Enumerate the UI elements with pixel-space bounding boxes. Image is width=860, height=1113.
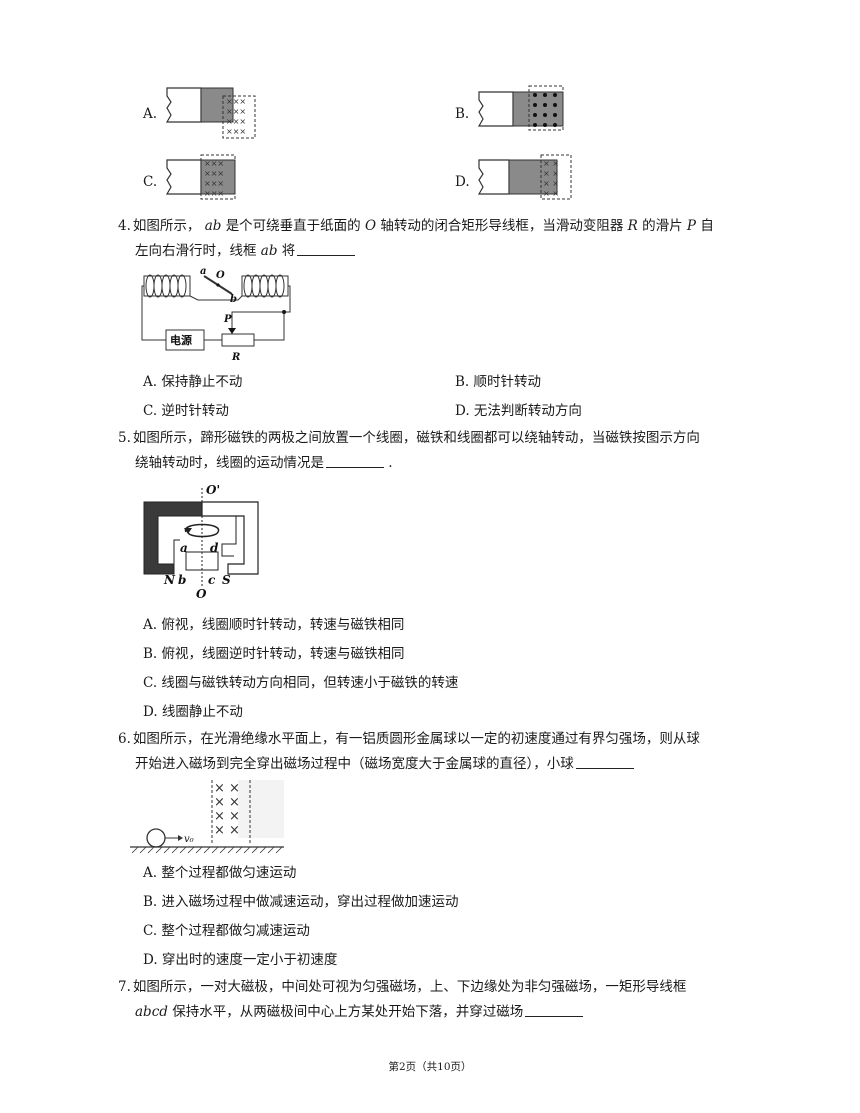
svg-text:× ×: × × bbox=[543, 159, 559, 168]
q4-fig-power: 电源 bbox=[170, 333, 192, 347]
q4-number: 4. bbox=[118, 218, 131, 234]
q4-var-ab: ab bbox=[260, 243, 278, 259]
svg-text:×××: ××× bbox=[226, 117, 246, 126]
q6-answer-blank[interactable] bbox=[575, 754, 634, 769]
svg-text:×××: ××× bbox=[204, 189, 224, 198]
option-c-label: C. bbox=[143, 174, 158, 190]
q7-var-abcd: abcd bbox=[135, 1004, 168, 1020]
q5-stem-line2: 绕轴转动时，线圈的运动情况是 . bbox=[135, 453, 393, 473]
q5-text: 如图所示，蹄形磁铁的两极之间放置一个线圈，磁铁和线圈都可以绕轴转动，当磁铁按图示… bbox=[132, 430, 700, 446]
q5-fig-b: b bbox=[178, 573, 186, 587]
q6-text: 如图所示，在光滑绝缘水平面上，有一铝质圆形金属球以一定的初速度通过有界匀强场，则… bbox=[132, 731, 700, 747]
q4-fig-o: O bbox=[216, 270, 225, 281]
q4-answer-blank[interactable] bbox=[297, 241, 356, 256]
q5-fig-c: c bbox=[208, 573, 216, 587]
q6-ball-figure: × ×× ×× ×× × v₀ bbox=[130, 780, 284, 854]
q4-text: 自 bbox=[700, 218, 714, 234]
q6-text: 开始进入磁场到完全穿出磁场过程中（磁场宽度大于金属球的直径），小球 bbox=[135, 756, 574, 772]
svg-text:× ×: × × bbox=[214, 809, 240, 824]
q4-var-o: O bbox=[364, 218, 377, 234]
q5-number: 5. bbox=[118, 430, 131, 446]
q4-text: 轴转动的闭合矩形导线框，当滑动变阻器 bbox=[380, 218, 624, 234]
q4-fig-a: a bbox=[200, 266, 206, 277]
q5-text: . bbox=[388, 455, 393, 471]
q4-stem-line1: 4.如图所示， ab 是个可绕垂直于纸面的 O 轴转动的闭合矩形导线框，当滑动变… bbox=[118, 216, 714, 236]
option-a-label: A. bbox=[143, 106, 158, 122]
svg-text:× ×: × × bbox=[214, 823, 240, 838]
svg-text:× ×: × × bbox=[543, 189, 559, 198]
q6-stem-line1: 6.如图所示，在光滑绝缘水平面上，有一铝质圆形金属球以一定的初速度通过有界匀强场… bbox=[118, 729, 700, 749]
q5-fig-o: O bbox=[196, 587, 207, 601]
q4-option-c[interactable]: C. 逆时针转动 bbox=[143, 403, 229, 419]
q4-stem-line2: 左向右滑行时，线框 ab 将 bbox=[135, 241, 356, 261]
q7-stem-line1: 7.如图所示，一对大磁极，中间处可视为匀强磁场，上、下边缘处为非匀强磁场，一矩形… bbox=[118, 977, 686, 997]
q7-answer-blank[interactable] bbox=[525, 1002, 584, 1017]
q7-stem-line2: abcd 保持水平，从两磁极间中心上方某处开始下落，并穿过磁场 bbox=[135, 1002, 584, 1022]
svg-text:×××: ××× bbox=[204, 159, 224, 168]
q5-fig-n: N bbox=[163, 573, 176, 587]
q6-number: 6. bbox=[118, 731, 131, 747]
q5-stem-line1: 5.如图所示，蹄形磁铁的两极之间放置一个线圈，磁铁和线圈都可以绕轴转动，当磁铁按… bbox=[118, 428, 700, 448]
option-d-label: D. bbox=[455, 174, 470, 190]
q6-fig-v0: v₀ bbox=[184, 834, 194, 845]
q4-option-b[interactable]: B. 顺时针转动 bbox=[455, 374, 542, 390]
option-b-figure bbox=[477, 85, 564, 131]
q4-fig-r: R bbox=[231, 352, 240, 363]
q5-option-b[interactable]: B. 俯视，线圈逆时针转动，转速与磁铁相同 bbox=[143, 646, 405, 662]
svg-text:× ×: × × bbox=[214, 781, 240, 796]
svg-text:× ×: × × bbox=[543, 179, 559, 188]
q6-option-b[interactable]: B. 进入磁场过程中做减速运动，穿出过程做加速运动 bbox=[143, 894, 459, 910]
q6-option-a[interactable]: A. 整个过程都做匀速运动 bbox=[143, 865, 297, 881]
svg-text:× ×: × × bbox=[214, 795, 240, 810]
svg-text:×××: ××× bbox=[204, 169, 224, 178]
q7-text: 如图所示，一对大磁极，中间处可视为匀强磁场，上、下边缘处为非匀强磁场，一矩形导线… bbox=[132, 979, 687, 995]
q6-option-c[interactable]: C. 整个过程都做匀减速运动 bbox=[143, 923, 310, 939]
q5-option-c[interactable]: C. 线圈与磁铁转动方向相同，但转速小于磁铁的转速 bbox=[143, 675, 459, 691]
q4-text: 如图所示， bbox=[132, 218, 201, 234]
svg-text:×××: ××× bbox=[226, 97, 246, 106]
q4-text: 的滑片 bbox=[642, 218, 683, 234]
svg-text:×××: ××× bbox=[204, 179, 224, 188]
option-d-figure: × ×× ×× ×× × bbox=[477, 154, 572, 200]
q4-circuit-figure: a O b P R 电源 bbox=[141, 266, 291, 363]
q4-text: 将 bbox=[281, 243, 296, 259]
q4-var-ab: ab bbox=[204, 218, 222, 234]
q4-text: 是个可绕垂直于纸面的 bbox=[225, 218, 361, 234]
q4-var-p: P bbox=[686, 218, 697, 234]
q7-text: 保持水平，从两磁极间中心上方某处开始下落，并穿过磁场 bbox=[172, 1004, 524, 1020]
svg-text:×××: ××× bbox=[226, 127, 246, 136]
q5-answer-blank[interactable] bbox=[326, 453, 384, 468]
q4-text: 左向右滑行时，线框 bbox=[135, 243, 257, 259]
q5-fig-oprime: O' bbox=[206, 483, 220, 497]
q6-option-d[interactable]: D. 穿出时的速度一定小于初速度 bbox=[143, 952, 338, 968]
option-b-label: B. bbox=[455, 106, 470, 122]
q4-fig-p: P bbox=[223, 314, 232, 325]
q7-number: 7. bbox=[118, 979, 131, 995]
q5-text: 绕轴转动时，线圈的运动情况是 bbox=[135, 455, 324, 471]
svg-text:× ×: × × bbox=[543, 169, 559, 178]
svg-text:×××: ××× bbox=[226, 107, 246, 116]
q4-option-a[interactable]: A. 保持静止不动 bbox=[143, 374, 243, 390]
q6-stem-line2: 开始进入磁场到完全穿出磁场过程中（磁场宽度大于金属球的直径），小球 bbox=[135, 754, 634, 774]
q5-fig-d: d bbox=[210, 541, 219, 555]
option-c-figure: ×××××××××××× bbox=[165, 154, 236, 200]
q5-option-a[interactable]: A. 俯视，线圈顺时针转动，转速与磁铁相同 bbox=[143, 617, 405, 633]
q4-var-r: R bbox=[627, 218, 638, 234]
q5-option-d[interactable]: D. 线圈静止不动 bbox=[143, 704, 243, 720]
page-footer: 第2页（共10页） bbox=[388, 1061, 472, 1073]
q5-magnet-figure: O' O a d N b c S bbox=[143, 483, 259, 601]
q5-fig-a: a bbox=[180, 541, 188, 555]
q4-fig-b: b bbox=[230, 294, 237, 305]
option-a-figure: ×××××××××××× bbox=[165, 87, 256, 139]
q5-fig-s: S bbox=[222, 573, 231, 587]
q4-option-d[interactable]: D. 无法判断转动方向 bbox=[455, 403, 582, 419]
